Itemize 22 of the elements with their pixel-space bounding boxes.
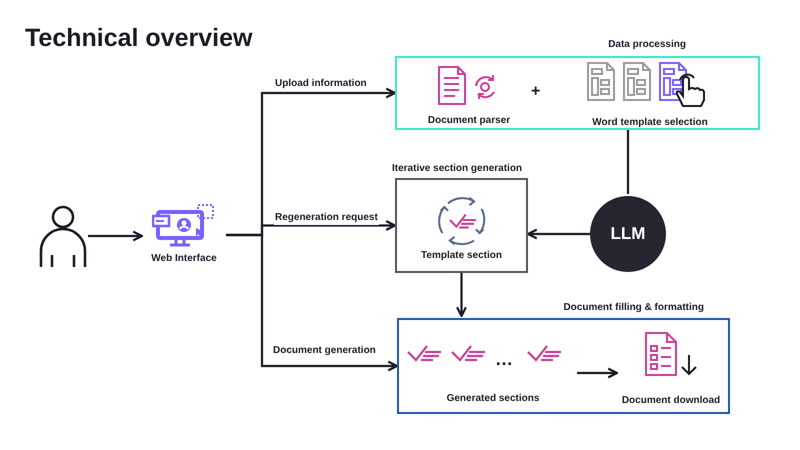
arrow	[526, 228, 590, 240]
title: Technical overview	[25, 23, 252, 54]
group-heading: Document filling & formatting	[563, 301, 704, 315]
node-label: Word template selection	[592, 116, 708, 130]
edge-label: Regeneration request	[274, 210, 379, 225]
edge-label: Upload information	[274, 76, 368, 91]
ellipsis: …	[495, 350, 513, 368]
node-label: Document parser	[428, 114, 510, 128]
node-label: Template section	[421, 249, 502, 263]
group-heading: Iterative section generation	[392, 162, 522, 176]
arrow	[226, 234, 398, 372]
node-label: Generated sections	[446, 392, 540, 406]
connector-line	[626, 130, 630, 194]
arrow	[577, 368, 618, 378]
arrow	[88, 230, 144, 242]
edge-label: Document generation	[272, 343, 377, 358]
arrow	[456, 273, 467, 318]
node-label: LLM	[610, 223, 646, 246]
plus-sign: +	[531, 82, 540, 102]
node-label: Document download	[622, 394, 720, 408]
group-heading: Data processing	[608, 38, 686, 52]
node-label: Web Interface	[151, 252, 217, 266]
